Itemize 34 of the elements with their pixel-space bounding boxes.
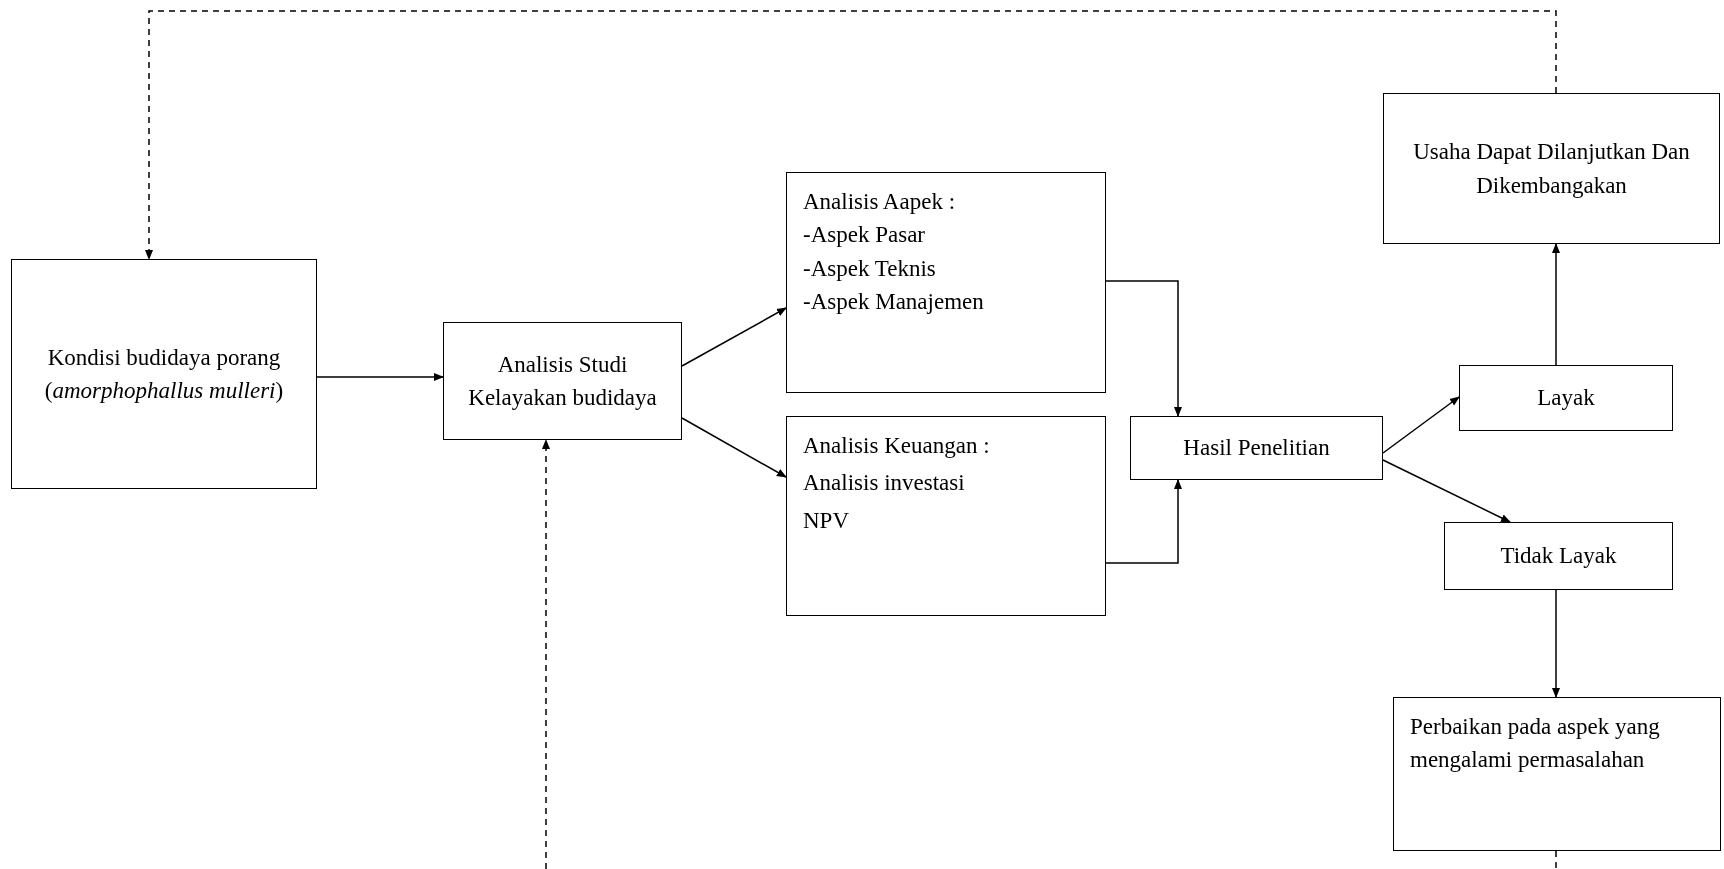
process-box — [1444, 522, 1673, 590]
box-text: Analisis Studi Kelayakan budidaya — [467, 350, 658, 412]
arrow — [316, 373, 444, 381]
box-text: Layak — [1537, 384, 1595, 413]
arrow — [1552, 589, 1560, 698]
box-text: Perbaikan pada aspek yang mengalami permasalahan — [1410, 713, 1661, 775]
arrow — [1552, 243, 1560, 366]
process-box — [11, 259, 317, 489]
box-text: Analisis Aapek : — [803, 188, 956, 216]
box-text: Analisis Keuangan : — [803, 432, 990, 460]
box-text: -Aspek Manajemen — [803, 288, 984, 317]
process-box — [1383, 93, 1720, 244]
process-box — [1130, 416, 1383, 480]
arrow — [681, 307, 787, 367]
process-box — [1393, 697, 1721, 851]
box-text: Analisis investasi — [803, 469, 965, 498]
box-text: -Aspek Teknis — [803, 254, 936, 283]
process-box — [1459, 365, 1673, 431]
arrow — [1105, 479, 1182, 564]
arrow — [1105, 280, 1182, 417]
dashed-arrow — [542, 439, 550, 869]
box-text: Hasil Penelitian — [1183, 434, 1330, 463]
process-box — [786, 172, 1106, 393]
process-box — [443, 322, 682, 440]
process-box — [786, 416, 1106, 616]
box-text: Tidak Layak — [1500, 542, 1617, 571]
box-text: NPV — [803, 506, 849, 535]
box-text: -Aspek Pasar — [803, 221, 925, 250]
box-text: Kondisi budidaya porang (amorphophallus mulleri) — [43, 343, 285, 405]
arrow — [1382, 396, 1460, 454]
dashed-arrow — [145, 10, 1557, 260]
box-text: Usaha Dapat Dilanjutkan Dan Dikembangakan — [1412, 138, 1691, 200]
arrow — [1382, 459, 1511, 523]
arrow — [681, 417, 787, 478]
